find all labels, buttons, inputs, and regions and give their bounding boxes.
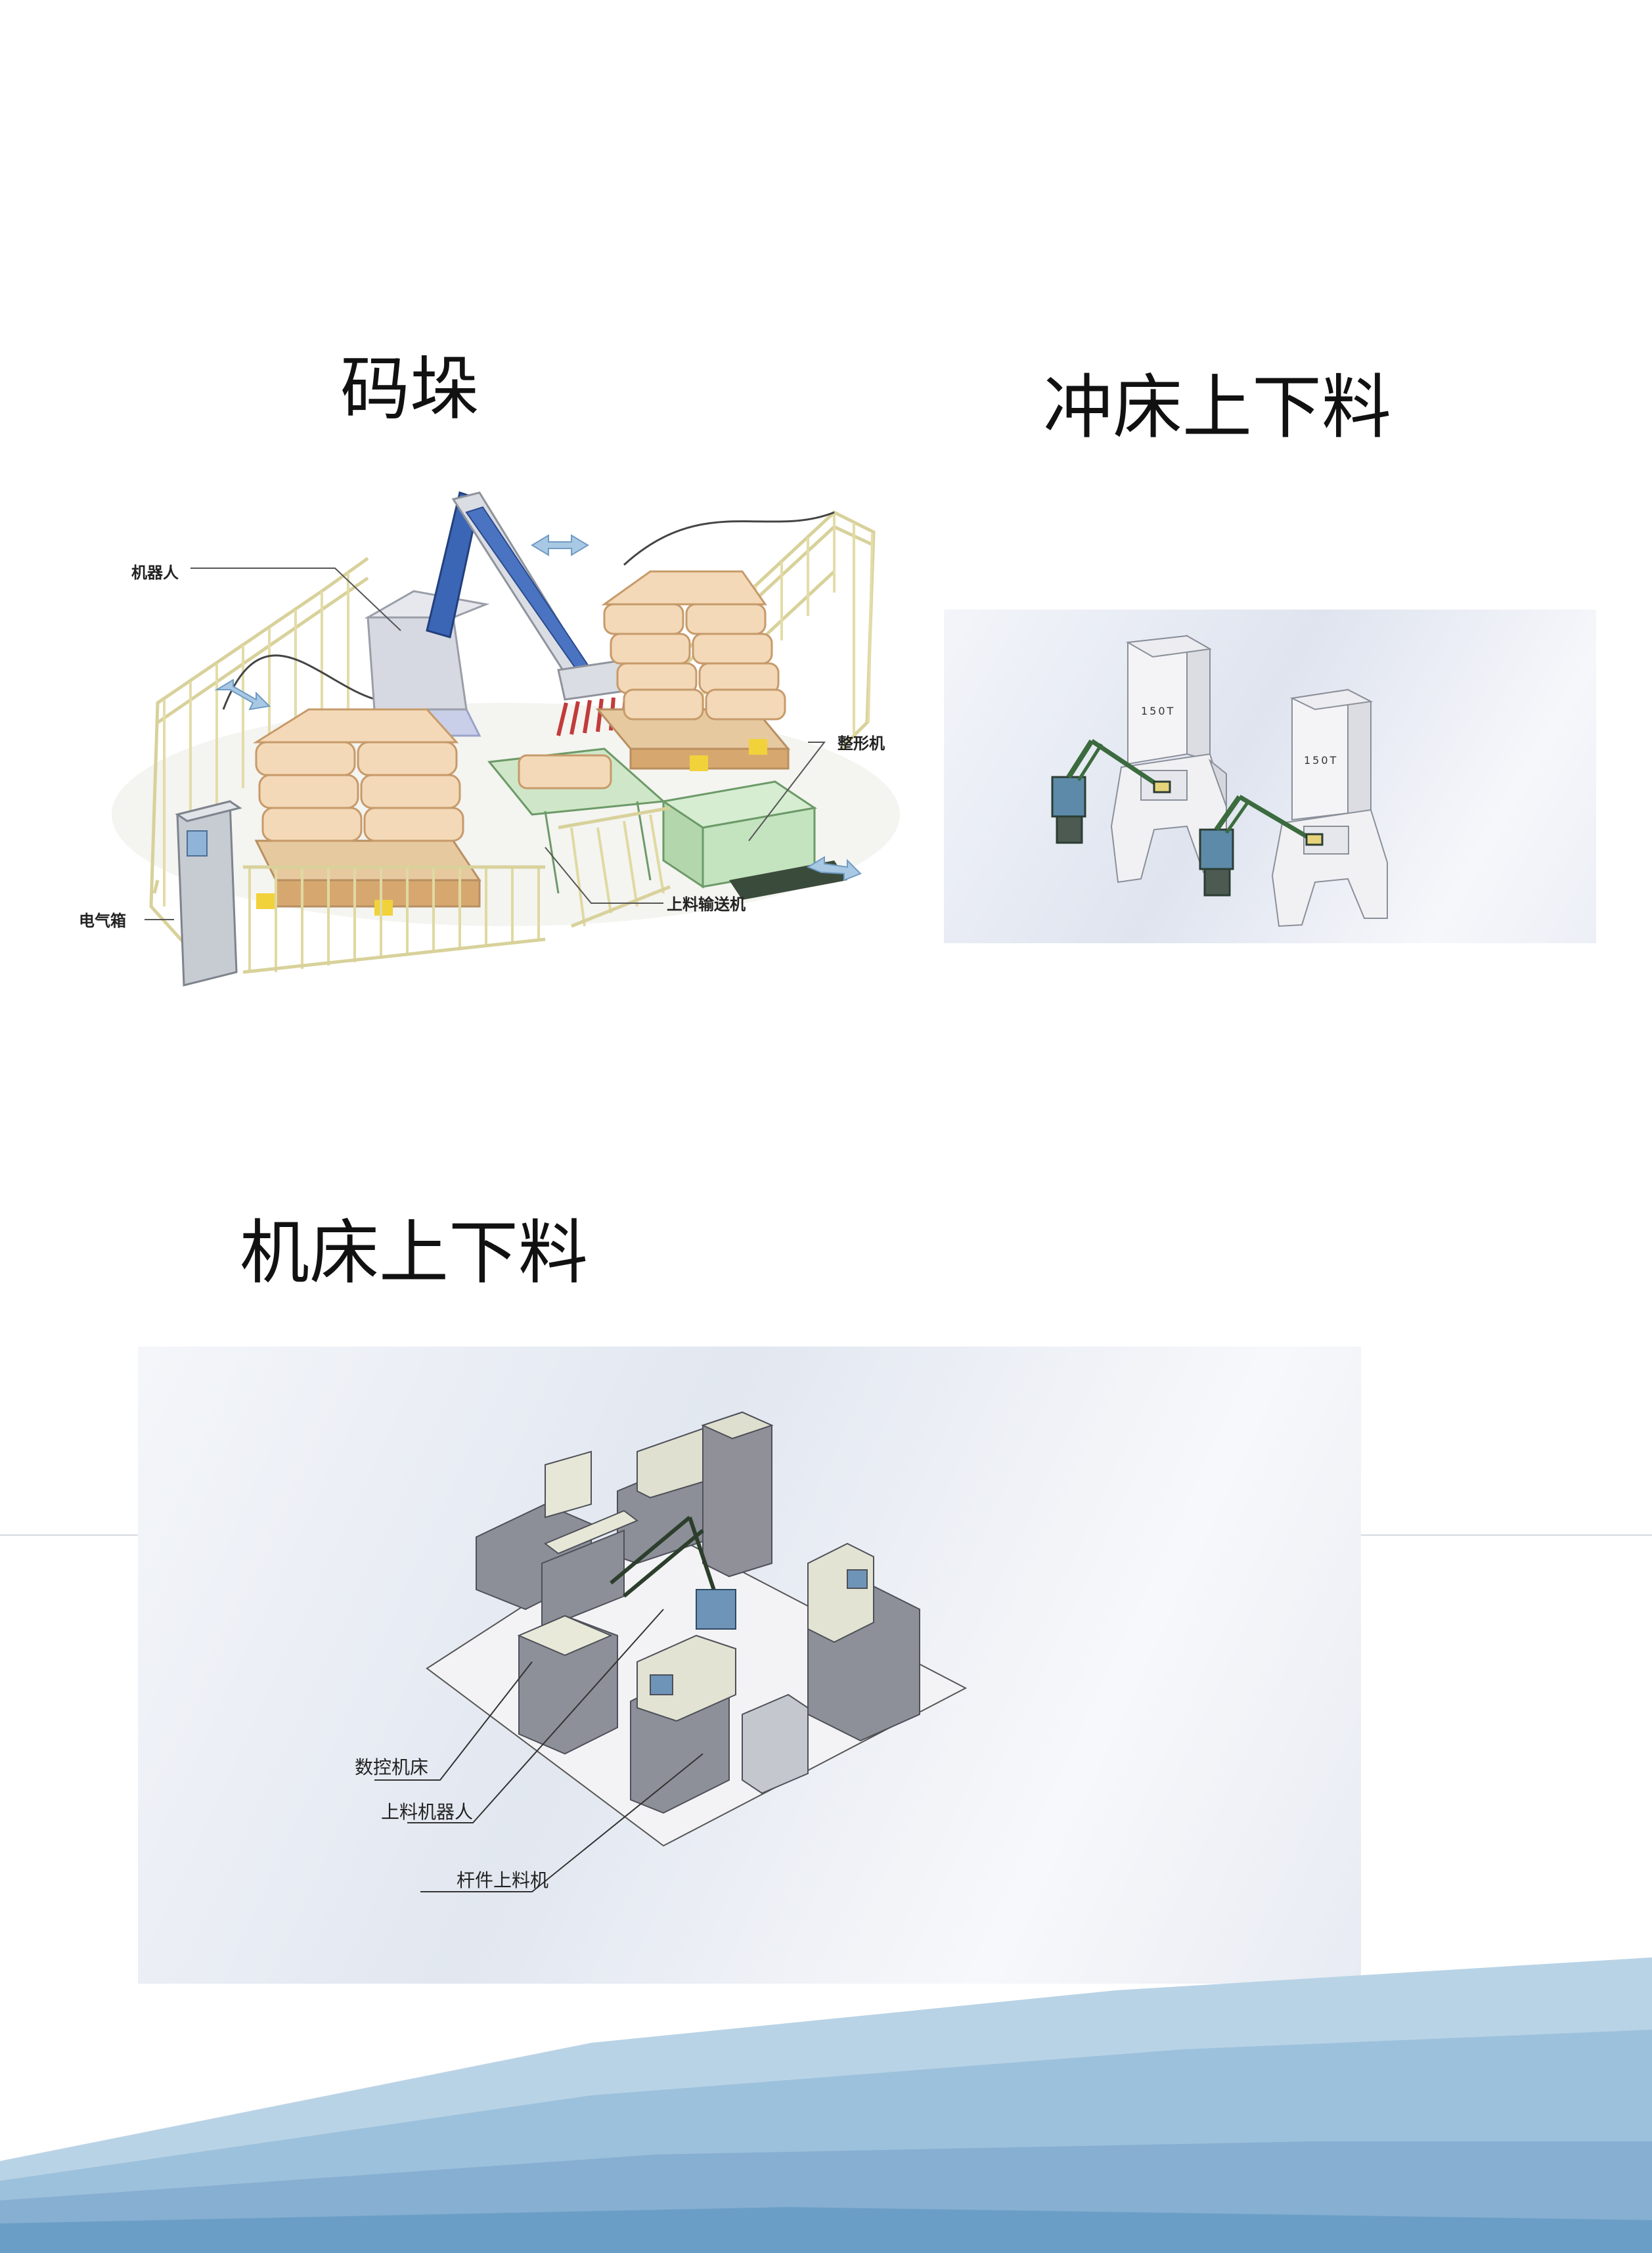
label-conveyor: 上料输送机 [667,895,746,914]
machine-tool-loading-illustration: 数控机床 上料机器人 杆件上料机 [138,1347,1361,1984]
palletizing-illustration: 机器人 整形机 电气箱 上料输送机 [59,473,946,992]
label-robot: 机器人 [131,564,179,582]
label-rod-feeder: 杆件上料机 [457,1869,548,1891]
label-shaper: 整形机 [837,734,885,753]
decorative-wave-footer [0,1957,1652,2253]
label-cnc: 数控机床 [355,1756,428,1778]
section-title-palletizing: 码垛 [340,349,480,430]
label-cabinet: 电气箱 [79,912,126,930]
section-title-press-loading: 冲床上下料 [1043,367,1391,448]
section-title-machine-tool-loading: 机床上下料 [240,1213,588,1293]
press-loading-illustration: 150T 150T [944,610,1596,943]
label-loading-robot: 上料机器人 [381,1801,473,1823]
press-b-label: 150T [1304,754,1338,767]
press-a-label: 150T [1141,705,1175,717]
